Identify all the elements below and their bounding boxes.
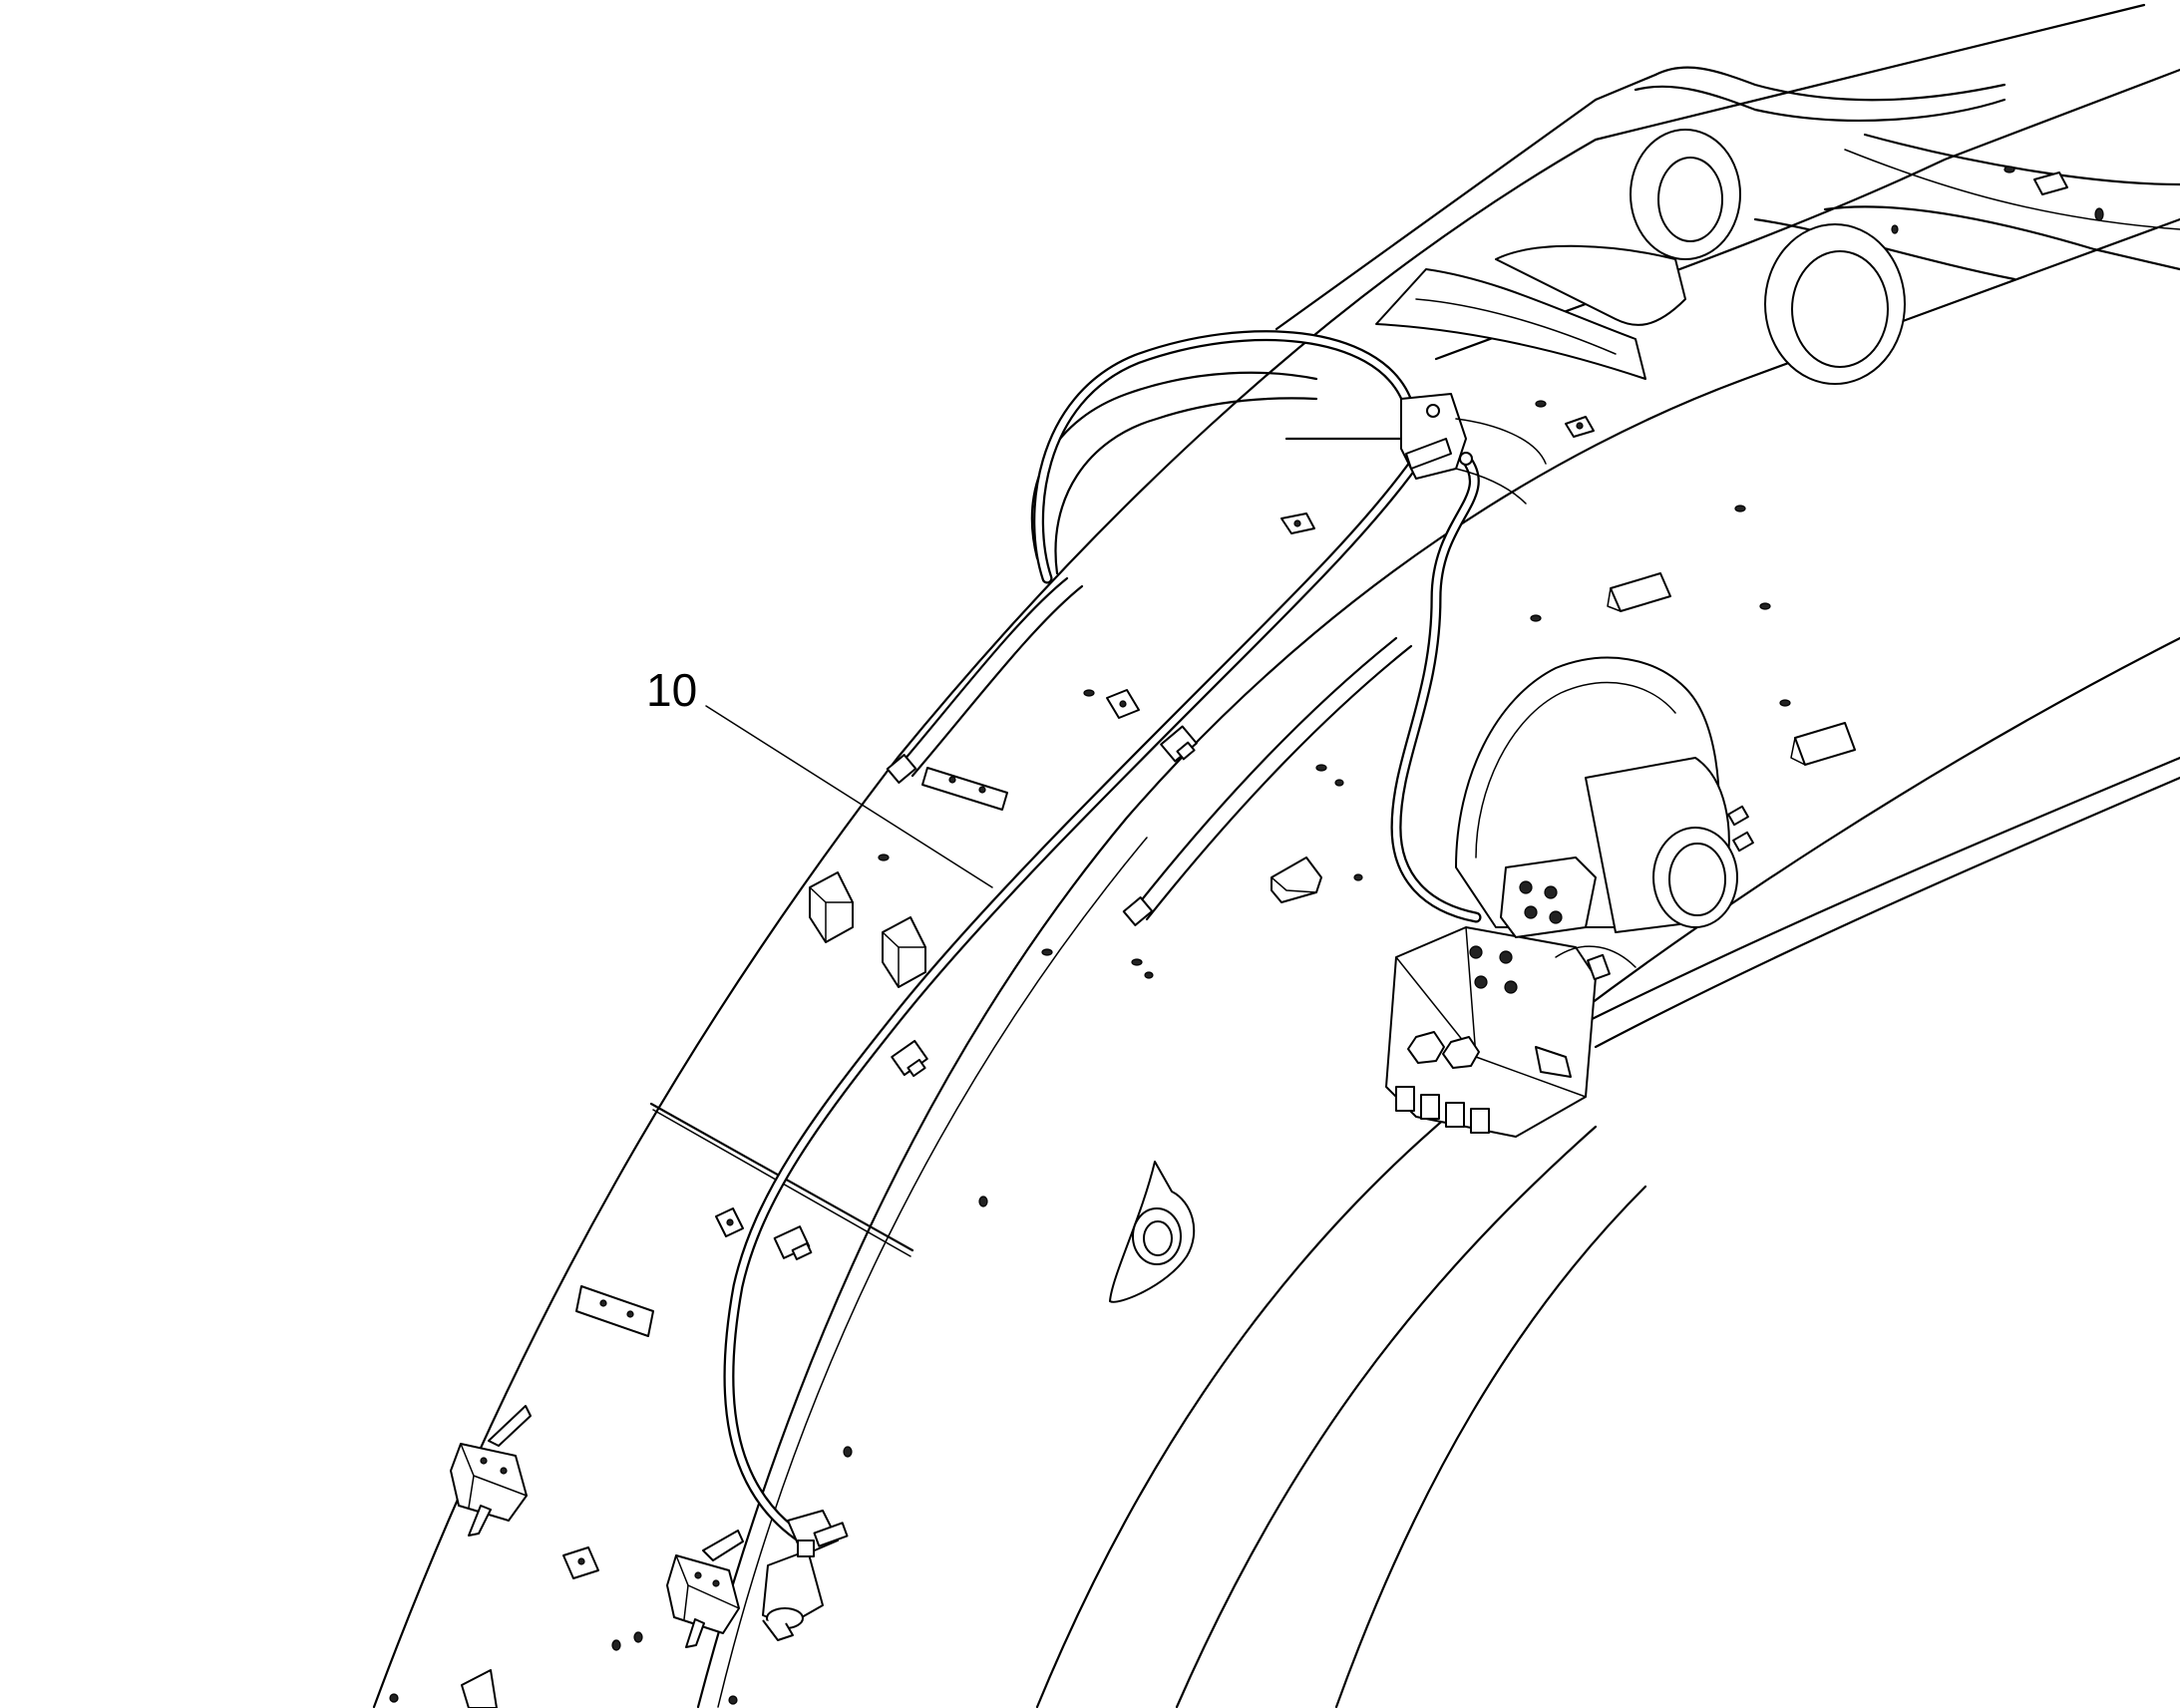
hose-bracket — [1400, 393, 1547, 505]
boom-structure-icon — [372, 3, 2180, 1708]
boom-mounting-pads — [389, 166, 2104, 1708]
hose-clamps — [773, 725, 1198, 1260]
hydraulic-hose-icon — [723, 330, 1482, 1541]
lifting-eye-icon — [1109, 1161, 1196, 1303]
pivot-boss-icon — [1030, 129, 1906, 575]
lifting-lug-icon — [450, 1405, 744, 1648]
callout-label: 10 — [646, 664, 697, 716]
valve-block-icon — [1385, 656, 1754, 1138]
leader-line-icon — [705, 705, 993, 888]
callout-10: 10 — [646, 664, 993, 888]
sensor-connector-icon — [762, 1510, 849, 1641]
